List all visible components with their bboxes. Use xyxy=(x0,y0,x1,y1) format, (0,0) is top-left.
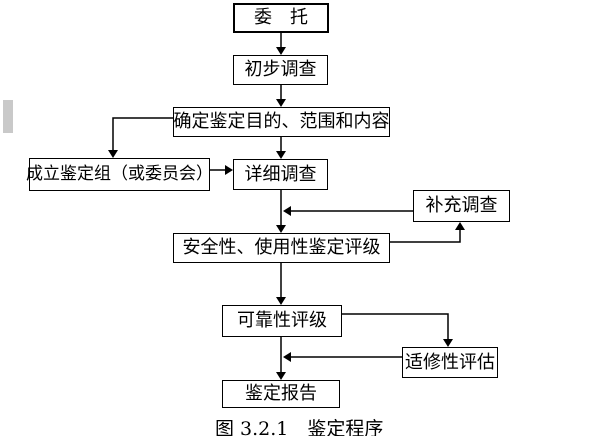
flow-node-determine-purpose-scope: 确定鉴定目的、范围和内容 xyxy=(173,107,390,137)
flow-node-entrustment: 委 托 xyxy=(233,3,329,33)
left-gray-bar xyxy=(3,100,13,133)
flow-node-appraisal-report: 鉴定报告 xyxy=(222,380,340,408)
arrowheads xyxy=(108,47,465,380)
flow-node-detailed-investigation: 详细调查 xyxy=(233,159,328,190)
flow-node-reliability-rating: 可靠性评级 xyxy=(222,305,342,337)
flow-node-safety-serviceability-rating: 安全性、使用性鉴定评级 xyxy=(173,233,390,263)
flow-node-establish-appraisal-group: 成立鉴定组（或委员会） xyxy=(26,158,213,191)
figure-caption: 图 3.2.1 鉴定程序 xyxy=(215,418,384,436)
connector-lines xyxy=(112,33,461,374)
flow-node-supplementary-investigation: 补充调查 xyxy=(413,190,510,222)
flow-node-preliminary-investigation: 初步调查 xyxy=(233,55,328,85)
flow-node-repairability-assessment: 适修性评估 xyxy=(402,347,498,378)
